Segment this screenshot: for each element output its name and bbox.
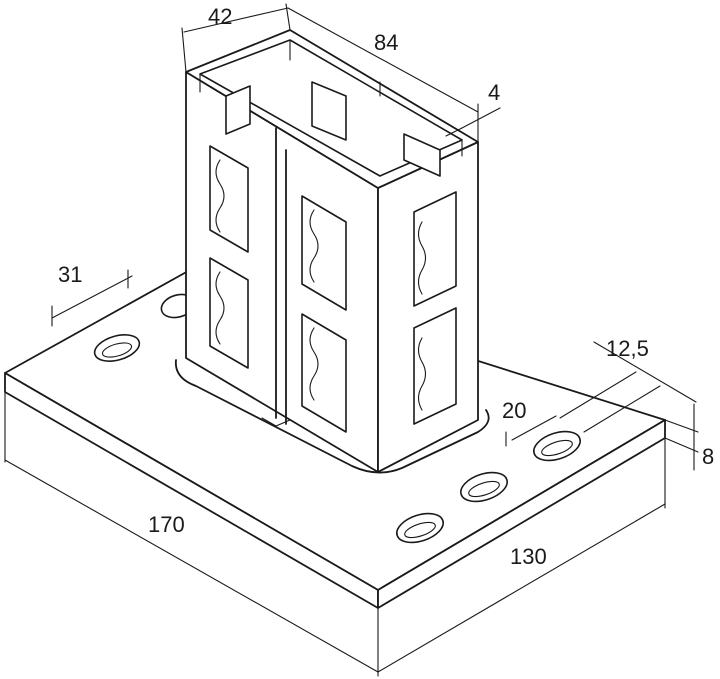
window-right-2 <box>413 307 457 425</box>
dim-8-label: 8 <box>702 444 714 469</box>
dim-31-label: 31 <box>58 262 82 287</box>
dim-20-label: 20 <box>502 398 526 423</box>
window-left-1 <box>209 145 249 253</box>
post <box>185 29 479 473</box>
window-left-3 <box>301 195 347 311</box>
slot-right-3 <box>533 430 581 462</box>
dim-84-label: 84 <box>374 30 398 55</box>
window-left-2 <box>209 257 249 369</box>
dim-42-label: 42 <box>208 4 232 29</box>
slot-right-1 <box>396 512 444 544</box>
window-back-2 <box>311 81 347 141</box>
slot-right-2 <box>460 471 508 503</box>
dim-130-label: 130 <box>510 544 547 569</box>
post-right-face <box>377 141 479 473</box>
dim-170-label: 170 <box>148 512 185 537</box>
slot-left-front <box>93 334 141 362</box>
window-right-1 <box>413 191 457 307</box>
dim-4-label: 4 <box>488 80 500 105</box>
dim-12-5-label: 12,5 <box>606 336 649 361</box>
window-left-4 <box>301 313 347 433</box>
dimension-lines <box>4 3 699 677</box>
window-back-1 <box>225 85 251 135</box>
window-back-3 <box>403 133 441 177</box>
